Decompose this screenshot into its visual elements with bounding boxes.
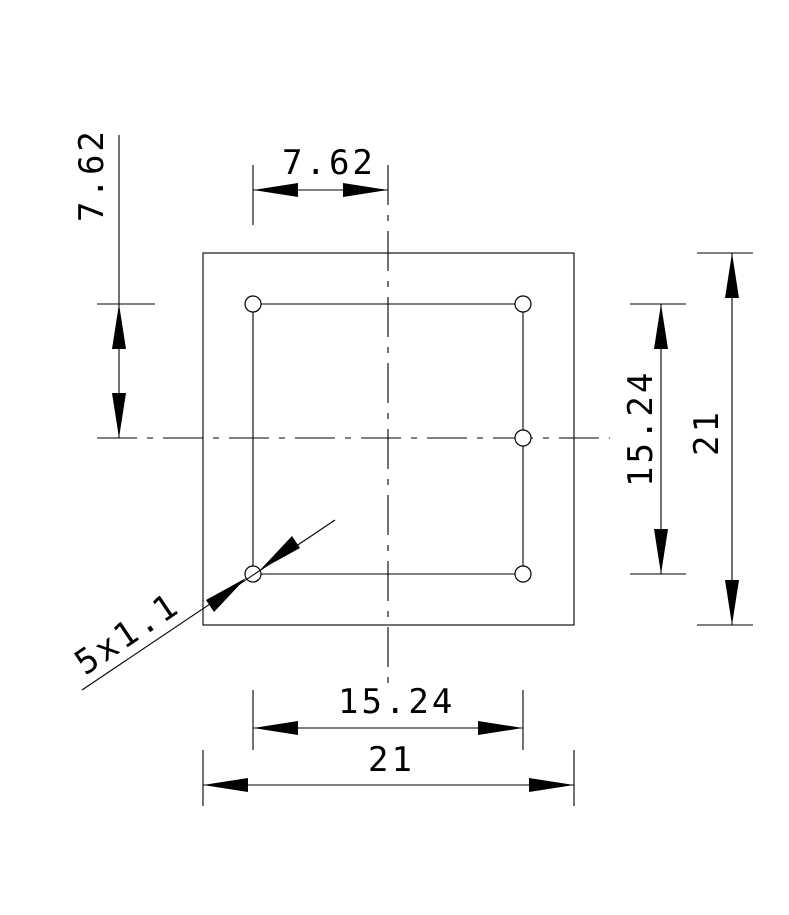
pin-middle-right bbox=[514, 429, 532, 447]
pin-bottom-left bbox=[244, 565, 262, 583]
dim-bottom-21-label: 21 bbox=[368, 740, 415, 780]
dim-right-15-24-label: 15.24 bbox=[621, 370, 661, 487]
pin-top-right bbox=[514, 295, 532, 313]
pin-diameter-label: 5x1.1 bbox=[68, 585, 188, 684]
dim-bottom-21: 21 bbox=[202, 740, 575, 806]
dim-right-21: 21 bbox=[687, 252, 753, 626]
dim-left-7-62-label: 7.62 bbox=[72, 128, 112, 222]
dim-bottom-15-24-label: 15.24 bbox=[338, 682, 455, 722]
pin-diameter-leader: 5x1.1 bbox=[68, 519, 336, 691]
dim-bottom-15-24: 15.24 bbox=[252, 682, 524, 750]
pin-bottom-right bbox=[514, 565, 532, 583]
dim-left-7-62: 7.62 bbox=[72, 128, 155, 438]
dim-top-7-62: 7.62 bbox=[252, 143, 388, 225]
pins bbox=[244, 295, 532, 583]
dim-right-21-label: 21 bbox=[687, 409, 727, 456]
pin-top-left bbox=[244, 295, 262, 313]
dim-right-15-24: 15.24 bbox=[621, 303, 686, 575]
dim-top-7-62-label: 7.62 bbox=[282, 143, 376, 183]
